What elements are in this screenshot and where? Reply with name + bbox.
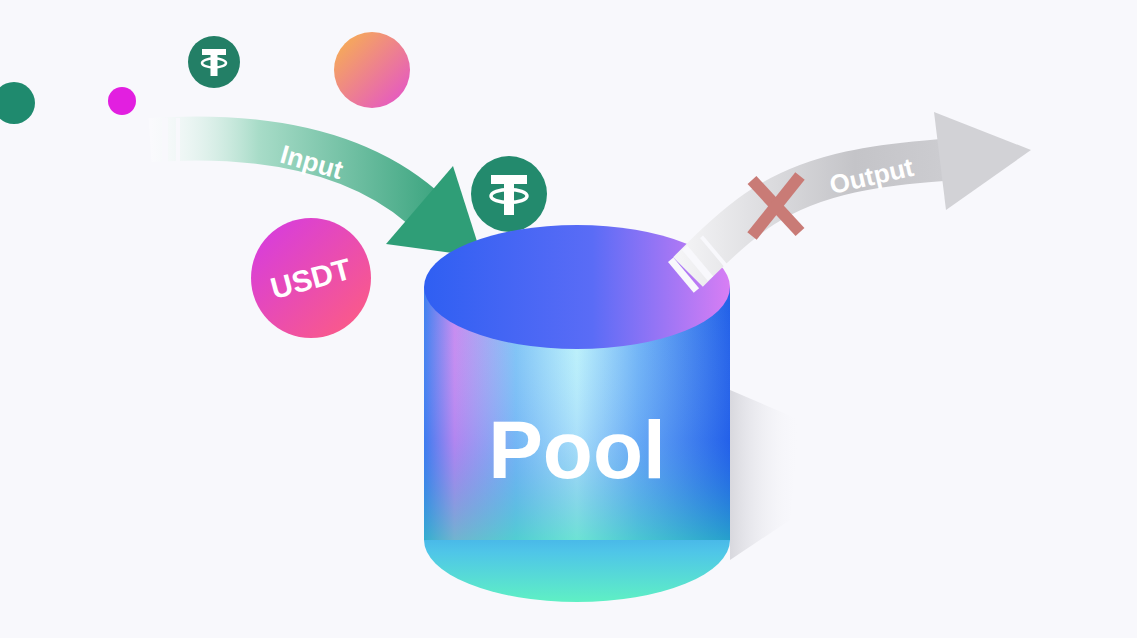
stripe — [700, 235, 729, 268]
coin-circle: USDT — [251, 218, 371, 338]
shadow — [730, 390, 800, 560]
coin — [0, 82, 35, 124]
tether-icon — [188, 36, 240, 88]
coin — [334, 32, 410, 108]
coin — [108, 87, 136, 115]
node-label: Pool — [488, 405, 666, 495]
stripe — [682, 246, 713, 281]
blocked-cross — [752, 176, 800, 236]
arrow-head — [934, 112, 1031, 210]
tether-icon — [471, 156, 547, 232]
